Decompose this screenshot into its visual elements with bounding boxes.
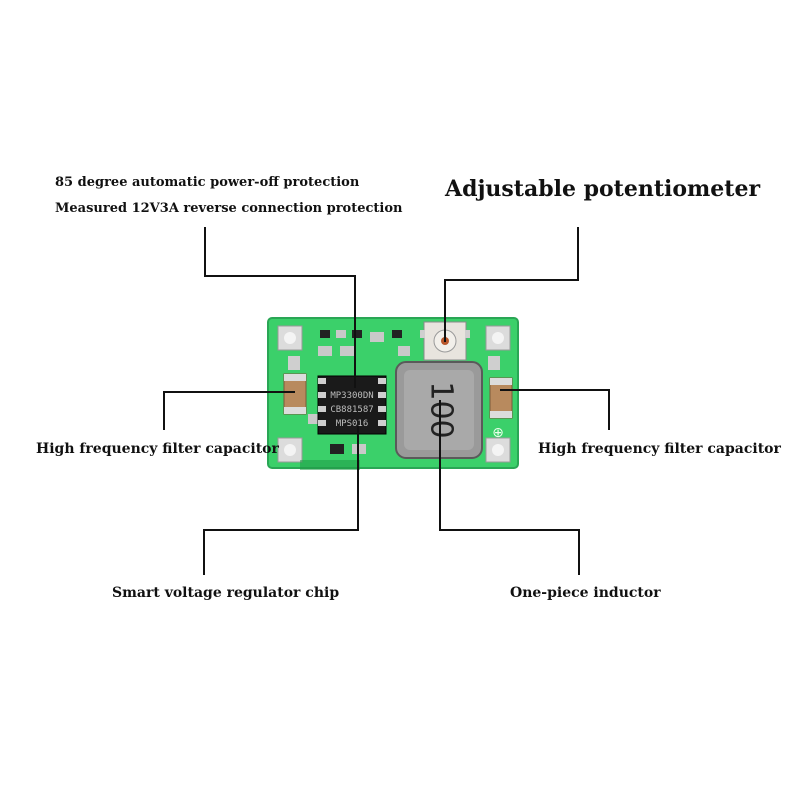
chip-marking-2: CB881587	[330, 405, 373, 415]
inductor-label: One-piece inductor	[510, 585, 661, 601]
plus-symbol: ⊕	[492, 425, 504, 441]
capacitor-left-label: High frequency filter capacitor	[36, 441, 279, 457]
potentiometer-label: Adjustable potentiometer	[445, 176, 761, 202]
leader-potentiometer	[444, 227, 579, 342]
leader-protection	[204, 227, 356, 388]
capacitor-right	[489, 377, 513, 419]
protection-label-line2: Measured 12V3A reverse connection protec…	[55, 201, 403, 216]
leader-chip	[203, 426, 359, 575]
capacitor-right-label: High frequency filter capacitor	[538, 441, 781, 457]
leader-capacitor-left	[163, 391, 295, 430]
capacitor-left	[283, 373, 307, 415]
leader-lines	[163, 227, 610, 575]
chip-marking-3: MPS016	[336, 419, 369, 429]
chip-marking-1: MP3300DN	[330, 391, 373, 401]
leader-capacitor-right	[500, 389, 610, 430]
regulator-chip: MP3300DN CB881587 MPS016	[317, 375, 387, 435]
leader-inductor	[439, 400, 580, 575]
chip-label: Smart voltage regulator chip	[112, 585, 340, 601]
protection-label-line1: 85 degree automatic power-off protection	[55, 175, 360, 190]
